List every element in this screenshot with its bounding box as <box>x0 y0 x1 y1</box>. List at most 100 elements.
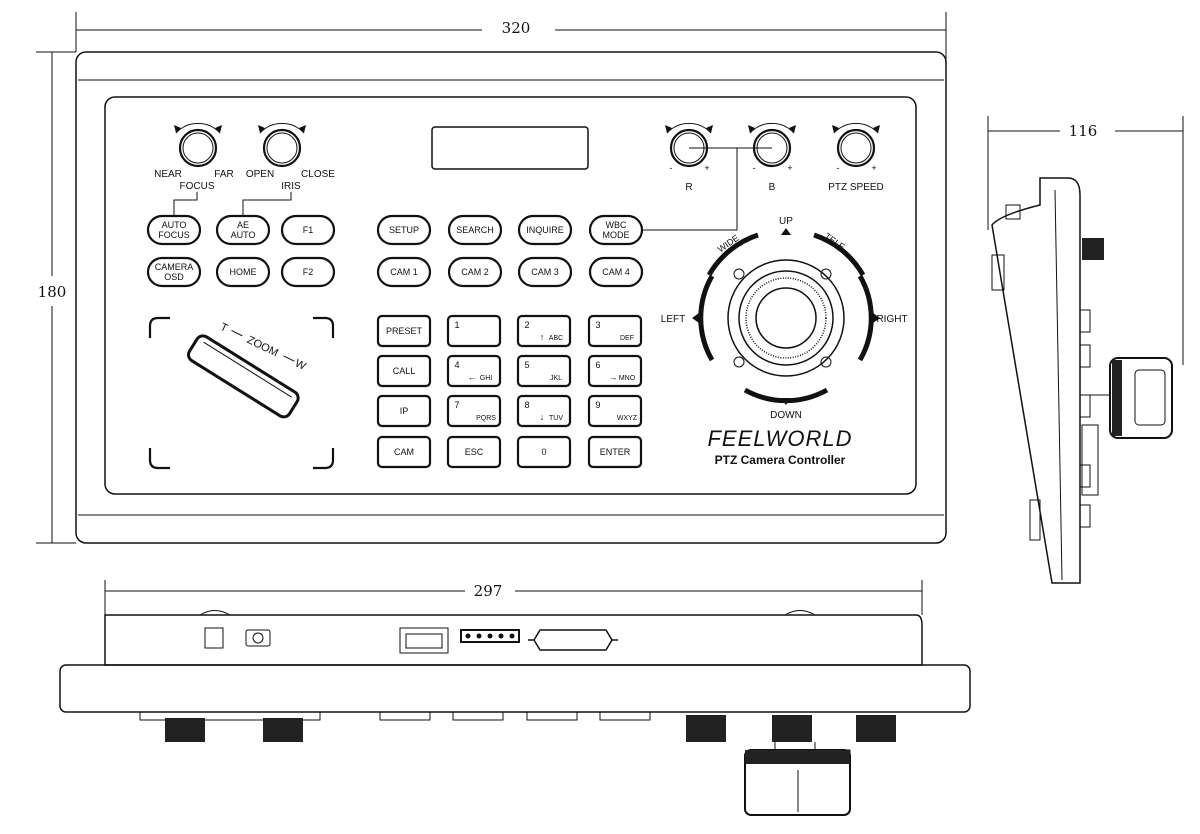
cam-3-button[interactable]: CAM 3 <box>517 256 573 288</box>
button-label: SETUP <box>389 225 419 235</box>
key-letters: WXYZ <box>617 415 638 422</box>
svg-text:-: - <box>670 163 673 173</box>
key-number: 8 <box>524 400 529 410</box>
dimension-depth-side: 116 <box>987 116 1184 365</box>
f1-button[interactable]: F1 <box>280 214 336 246</box>
svg-text:320: 320 <box>502 19 531 37</box>
key-label: 0 <box>541 447 546 457</box>
zoom-lever[interactable]: T ZOOM W <box>148 316 335 470</box>
key-number: 6 <box>595 360 600 370</box>
joystick[interactable]: UP DOWN LEFT RIGHT WIDE TELE <box>661 216 908 421</box>
keypad-key-0[interactable]: 0 <box>516 435 572 469</box>
button-label: AUTO <box>162 220 187 230</box>
ptz-speed-knob[interactable]: - + PTZ SPEED <box>828 122 884 193</box>
svg-text:LEFT: LEFT <box>661 314 685 325</box>
key-label: CALL <box>393 366 416 376</box>
dimension-height-front: 180 <box>36 51 76 544</box>
f2-button[interactable]: F2 <box>280 256 336 288</box>
setup-button[interactable]: SETUP <box>376 214 432 246</box>
key-letters: TUV <box>549 415 563 422</box>
key-number: 3 <box>595 320 600 330</box>
key-number: 9 <box>595 400 600 410</box>
front-view <box>75 51 947 544</box>
svg-text:B: B <box>769 182 776 193</box>
b-knob[interactable]: - + B <box>748 122 796 193</box>
svg-text:297: 297 <box>474 582 503 600</box>
button-label: WBC <box>606 220 627 230</box>
key-number: 5 <box>524 360 529 370</box>
svg-text:R: R <box>685 182 692 193</box>
home-button[interactable]: HOME <box>215 256 271 288</box>
svg-text:-: - <box>837 163 840 173</box>
svg-text:+: + <box>787 163 792 173</box>
keypad-key-enter[interactable]: ENTER <box>587 435 643 469</box>
svg-text:+: + <box>871 163 876 173</box>
key-letters: ABC <box>549 335 563 342</box>
brand-logo: FEELWORLD <box>707 426 852 451</box>
keypad-key-call[interactable]: CALL <box>376 354 432 388</box>
key-label: CAM <box>394 447 414 457</box>
focus-knob[interactable]: NEAR FAR FOCUS <box>154 122 234 192</box>
key-letters: DEF <box>620 335 634 342</box>
cam-2-button[interactable]: CAM 2 <box>447 256 503 288</box>
button-label: CAM 3 <box>531 267 559 277</box>
svg-text:FAR: FAR <box>214 169 233 180</box>
button-label: CAM 1 <box>390 267 418 277</box>
svg-text:IRIS: IRIS <box>281 181 301 192</box>
dimension-width-front: 320 <box>75 12 947 60</box>
brand-subtitle: PTZ Camera Controller <box>715 453 846 467</box>
cam-4-button[interactable]: CAM 4 <box>588 256 644 288</box>
button-label: SEARCH <box>456 225 494 235</box>
rear-view <box>59 610 971 816</box>
svg-text:DOWN: DOWN <box>770 410 802 421</box>
svg-text:PTZ SPEED: PTZ SPEED <box>828 182 884 193</box>
svg-text:CLOSE: CLOSE <box>301 169 335 180</box>
svg-text:-: - <box>753 163 756 173</box>
svg-text:TELE: TELE <box>823 231 847 252</box>
r-knob[interactable]: -+ R <box>665 122 713 193</box>
key-number: 1 <box>454 320 459 330</box>
svg-text:W: W <box>293 357 308 373</box>
button-label: HOME <box>230 267 257 277</box>
button-label: F1 <box>303 225 314 235</box>
inquire-button[interactable]: INQUIRE <box>517 214 573 246</box>
button-label: OSD <box>164 272 184 282</box>
cam-1-button[interactable]: CAM 1 <box>376 256 432 288</box>
keypad-key-cam[interactable]: CAM <box>376 435 432 469</box>
search-button[interactable]: SEARCH <box>447 214 503 246</box>
side-view <box>991 177 1173 584</box>
button-label: AUTO <box>231 230 256 240</box>
keypad-key-esc[interactable]: ESC <box>446 435 502 469</box>
svg-text:180: 180 <box>38 283 67 301</box>
key-letters: MNO <box>619 375 636 382</box>
button-label: FOCUS <box>158 230 190 240</box>
key-number: 7 <box>454 400 459 410</box>
keypad-key-preset[interactable]: PRESET <box>376 314 432 348</box>
button-label: CAM 2 <box>461 267 489 277</box>
key-letters: JKL <box>550 375 562 382</box>
svg-text:OPEN: OPEN <box>246 169 274 180</box>
dimension-width-rear: 297 <box>104 580 923 615</box>
lcd-display <box>431 126 589 170</box>
keypad-key-ip[interactable]: IP <box>376 394 432 428</box>
arrow-icon: ↑ <box>540 332 545 342</box>
svg-text:NEAR: NEAR <box>154 169 182 180</box>
key-letters: PQRS <box>476 415 496 422</box>
key-number: 2 <box>524 320 529 330</box>
iris-knob[interactable]: OPEN CLOSE IRIS <box>246 122 335 192</box>
keypad-key-1[interactable]: 1 <box>446 314 502 348</box>
svg-text:RIGHT: RIGHT <box>876 314 907 325</box>
